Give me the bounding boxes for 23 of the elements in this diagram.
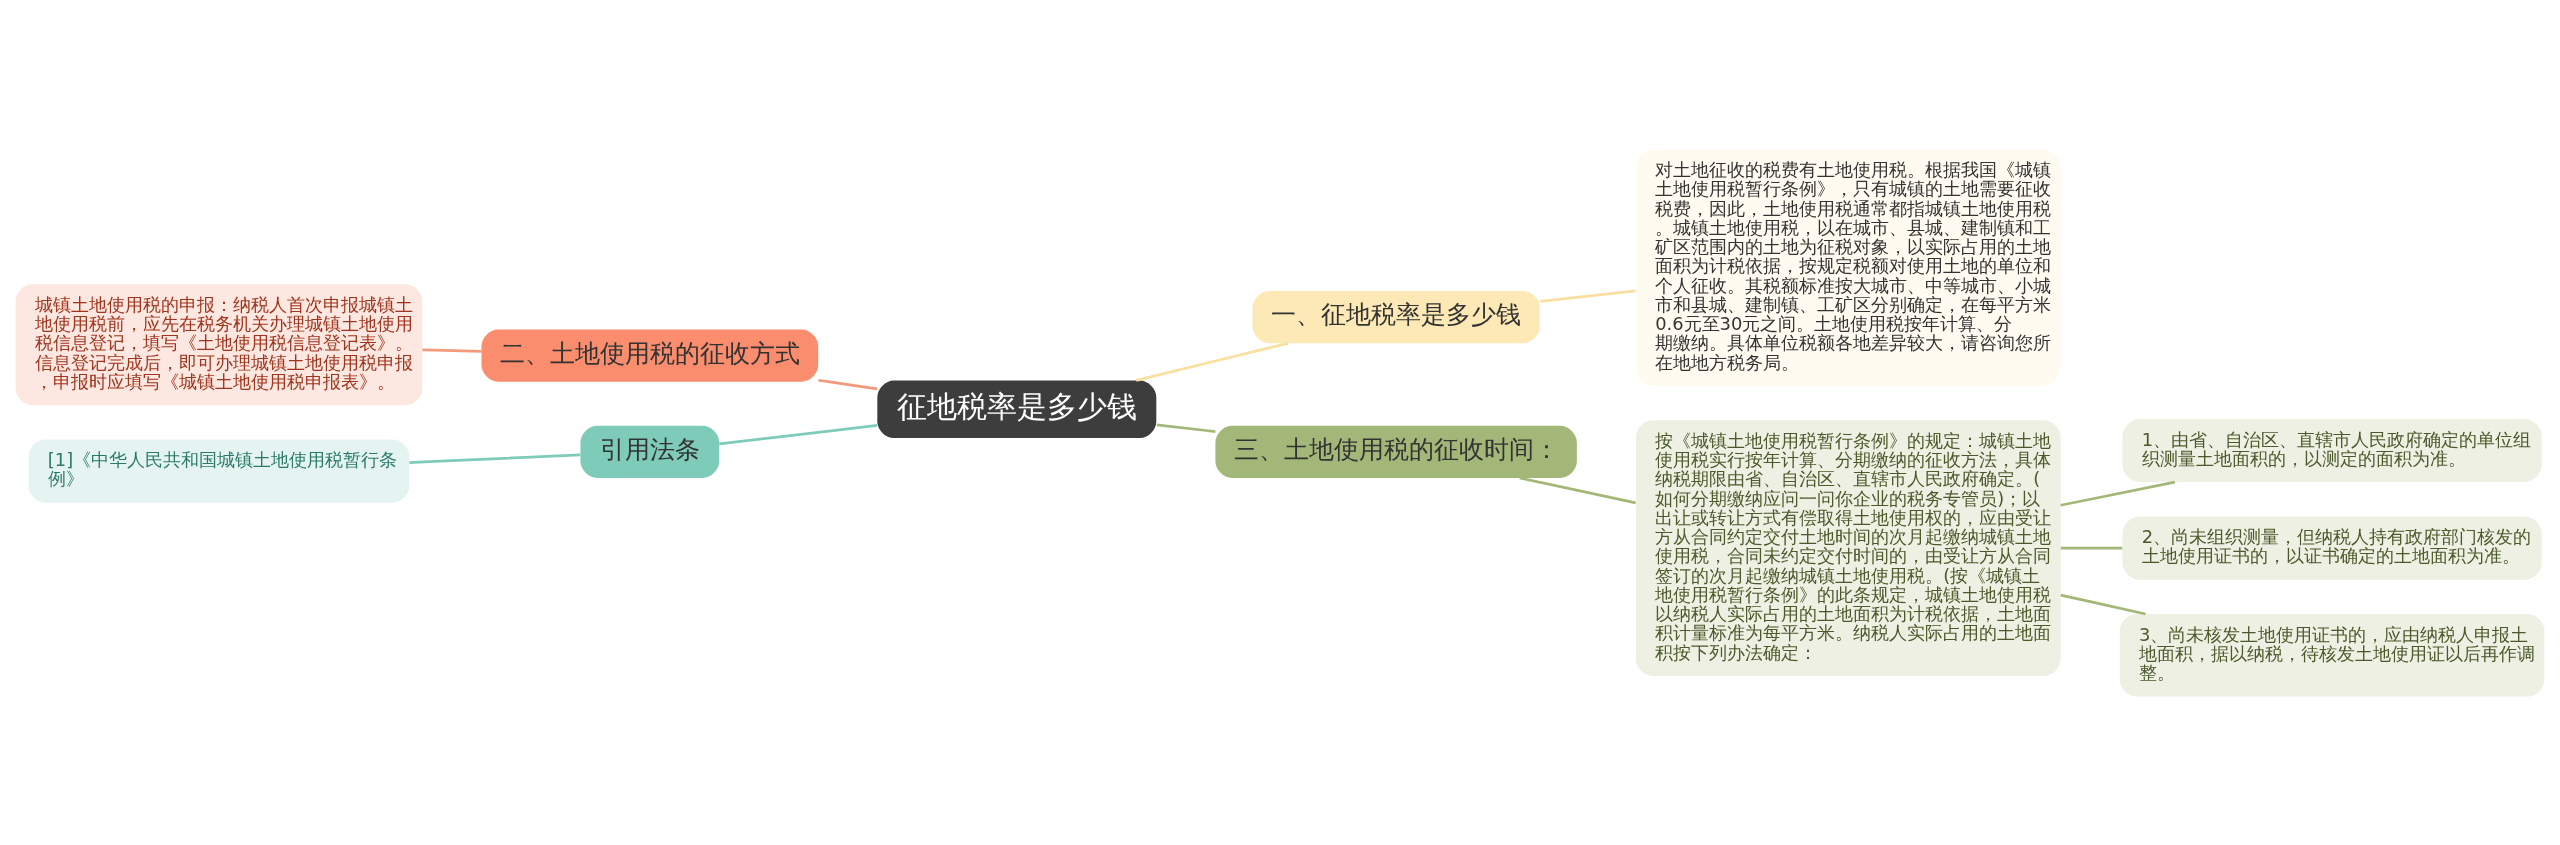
node-box: 1、由省、自治区、直辖市人民政府确定的单位组织测量土地面积的，以测定的面积为准。 xyxy=(2122,418,2542,482)
node-box: 一、征地税率是多少钱 xyxy=(1252,290,1540,343)
connector xyxy=(422,348,482,353)
node-box: 按《城镇土地使用税暂行条例》的规定：城镇土地使用税实行按年计算、分期缴纳的征收方法，具体纳税期限由省、自治区、直辖市人民政府确定。(如何分期缴纳应问一问你企业的税务专管员)；以出让或转让方式有偿取得土地使用权的，应由受让方从合同约定交付土地时间的次月起缴纳城镇土地使用税，合同未约定交付时间的，由受让方从合同签订的次月起缴纳城镇土地使用税。(按《城镇土地使用税暂行条例》的此条规定，城镇土地使用税以纳税人实际占用的土地面积为计税依据，土地面积计量标准为每平方米。纳税人实际占用的土地面积按下列办法确定： xyxy=(1635,419,2061,676)
node-box: 三、土地使用税的征收时间： xyxy=(1215,425,1577,478)
node-box: 2、尚未组织测量，但纳税人持有政府部门核发的土地使用证书的，以证书确定的土地面积为准。 xyxy=(2122,515,2542,580)
node-box: [1]《中华人民共和国城镇土地使用税暂行条例》 xyxy=(28,439,410,503)
node-box: 征地税率是多少钱 xyxy=(877,379,1157,438)
connector xyxy=(2060,546,2123,549)
connector xyxy=(2060,480,2176,507)
node-box: 二、土地使用税的征收方式 xyxy=(481,329,819,382)
connector xyxy=(409,453,581,464)
connector xyxy=(719,423,878,445)
connector xyxy=(1135,341,1289,382)
connector xyxy=(1156,423,1216,433)
node-box: 引用法条 xyxy=(580,425,720,478)
node-box: 对土地征收的税费有土地使用税。根据我国《城镇土地使用税暂行条例》，只有城镇的土地需要征收税费，因此，土地使用税通常都指城镇土地使用税。城镇土地使用税，以在城市、县城、建制镇和工矿区范围内的土地为征税对象，以实际占用的土地面积为计税依据，按规定税额对使用土地的单位和个人征收。其税额标准按大城市、中等城市、小城市和县城、建制镇、工矿区分别确定，在每平方米0.6元至30元之间。土地使用税按年计算、分期缴纳。具体单位税额各地差异较大，请咨询您所在地地方税务局。 xyxy=(1635,149,2061,386)
connector xyxy=(818,378,878,390)
connector xyxy=(1540,289,1636,303)
connector xyxy=(1519,476,1636,504)
node-box: 3、尚未核发土地使用证书的，应由纳税人申报土地面积，据以纳税，待核发土地使用证以后再作调整。 xyxy=(2119,613,2545,696)
connector xyxy=(2060,593,2146,615)
node-box: 城镇土地使用税的申报：纳税人首次申报城镇土地使用税前，应先在税务机关办理城镇土地使用税信息登记，填写《土地使用税信息登记表》。信息登记完成后，即可办理城镇土地使用税申报，申报时应填写《城镇土地使用税申报表》。 xyxy=(15,283,423,405)
